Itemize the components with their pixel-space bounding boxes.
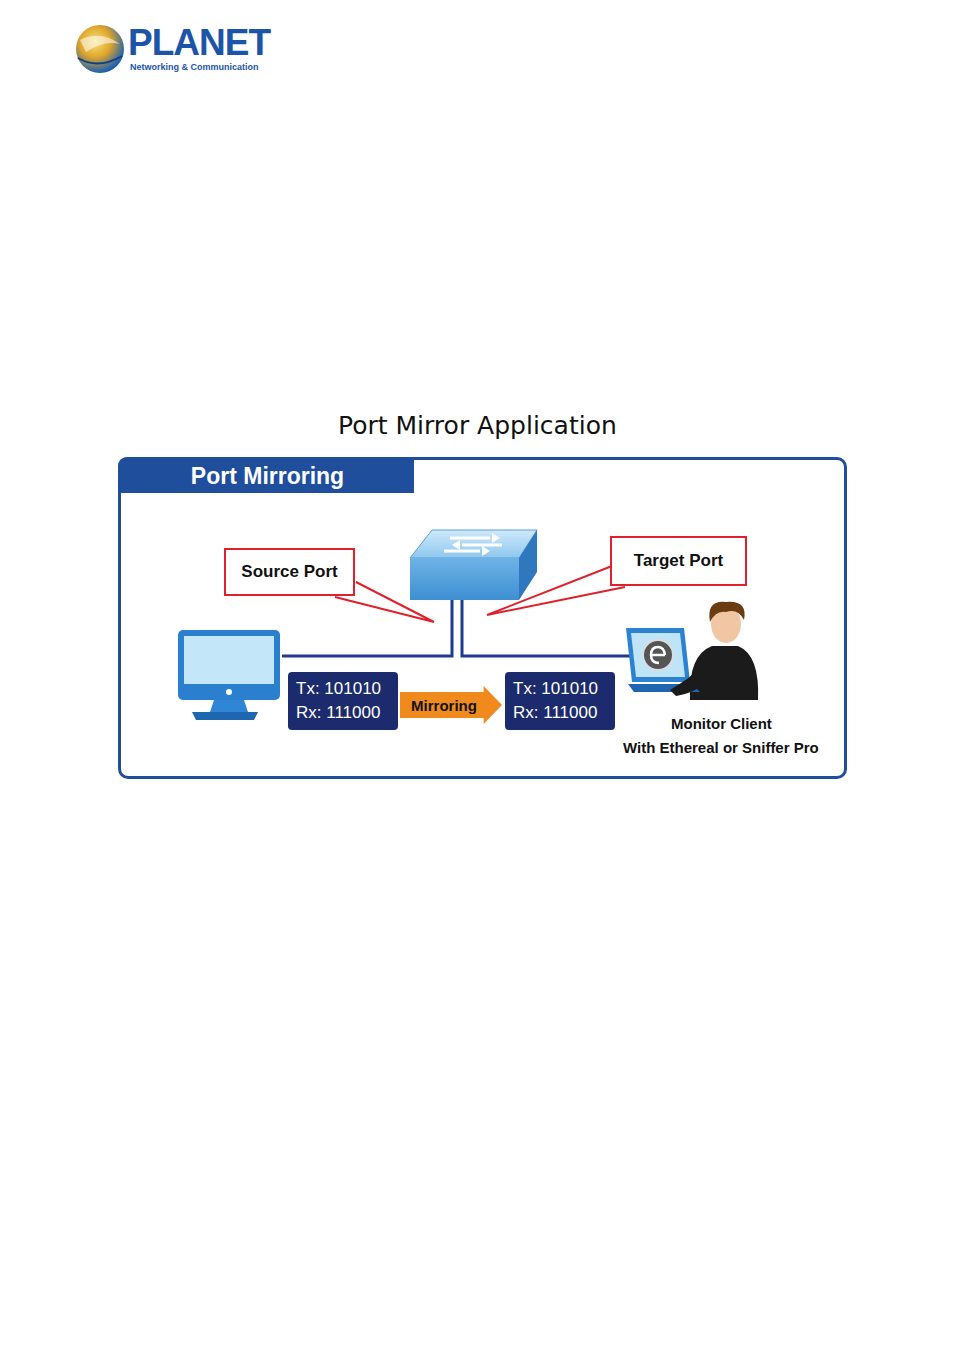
leader-lines bbox=[335, 566, 625, 622]
network-cables bbox=[282, 600, 632, 656]
traffic-line: Rx: 111000 bbox=[513, 701, 607, 725]
port-mirroring-panel: Port MirroringSource Port Target PortTx: … bbox=[118, 457, 847, 779]
traffic-line: Tx: 101010 bbox=[296, 677, 390, 701]
logo-wordmark: PLANET bbox=[128, 22, 270, 64]
desktop-computer bbox=[178, 630, 280, 720]
mirrored-traffic-box: Tx: 101010Rx: 111000 bbox=[505, 672, 615, 730]
panel-heading-text: Port Mirroring bbox=[191, 463, 344, 490]
logo-tagline: Networking & Communication bbox=[130, 62, 259, 72]
header-tab bbox=[118, 457, 414, 493]
callout-text: Target Port bbox=[634, 551, 723, 571]
arrow-label: Mirroring bbox=[411, 697, 477, 714]
diagram-title: Port Mirror Application bbox=[338, 411, 617, 440]
target-port-callout: Target Port bbox=[610, 536, 747, 586]
mirroring-arrow: Mirroring bbox=[400, 686, 502, 724]
client-label: With Ethereal or Sniffer Pro bbox=[623, 739, 819, 756]
source-traffic-box: Tx: 101010Rx: 111000 bbox=[288, 672, 398, 730]
switch-icon bbox=[410, 530, 537, 600]
monitor-client-person bbox=[626, 602, 758, 700]
traffic-line: Rx: 111000 bbox=[296, 701, 390, 725]
client-label: Monitor Client bbox=[671, 715, 772, 732]
panel-heading: Port Mirroring bbox=[121, 460, 414, 493]
source-port-callout: Source Port bbox=[224, 548, 355, 596]
traffic-line: Tx: 101010 bbox=[513, 677, 607, 701]
logo-globe bbox=[76, 25, 124, 73]
callout-text: Source Port bbox=[241, 562, 337, 582]
